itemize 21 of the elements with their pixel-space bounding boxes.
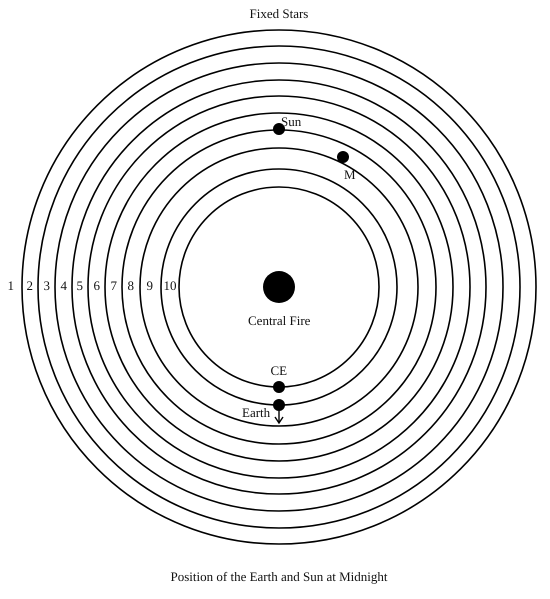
ring-number: 5 bbox=[76, 279, 84, 293]
ring-number: 2 bbox=[26, 279, 34, 293]
central-fire-dot bbox=[263, 271, 295, 303]
caption: Position of the Earth and Sun at Midnight bbox=[170, 570, 388, 584]
ring-number: 8 bbox=[126, 279, 135, 293]
ring-number: 10 bbox=[162, 279, 178, 293]
sphere-label: Fixed Stars bbox=[250, 7, 308, 21]
planet-dot bbox=[337, 151, 349, 163]
planet-label: Earth bbox=[242, 406, 270, 420]
central-fire-label: Central Fire bbox=[248, 314, 310, 328]
ring-number: 3 bbox=[42, 279, 51, 293]
ring-number: 7 bbox=[110, 279, 118, 293]
ring-number: 4 bbox=[60, 279, 68, 293]
ring-number: 9 bbox=[146, 279, 154, 293]
planet-label: M bbox=[344, 168, 356, 182]
planet-label: Sun bbox=[281, 115, 302, 129]
ring-number: 6 bbox=[92, 279, 101, 293]
ring-number: 1 bbox=[6, 279, 15, 293]
planet-label: CE bbox=[270, 364, 288, 378]
planet-dot bbox=[273, 399, 285, 411]
planet-dot bbox=[273, 381, 285, 393]
